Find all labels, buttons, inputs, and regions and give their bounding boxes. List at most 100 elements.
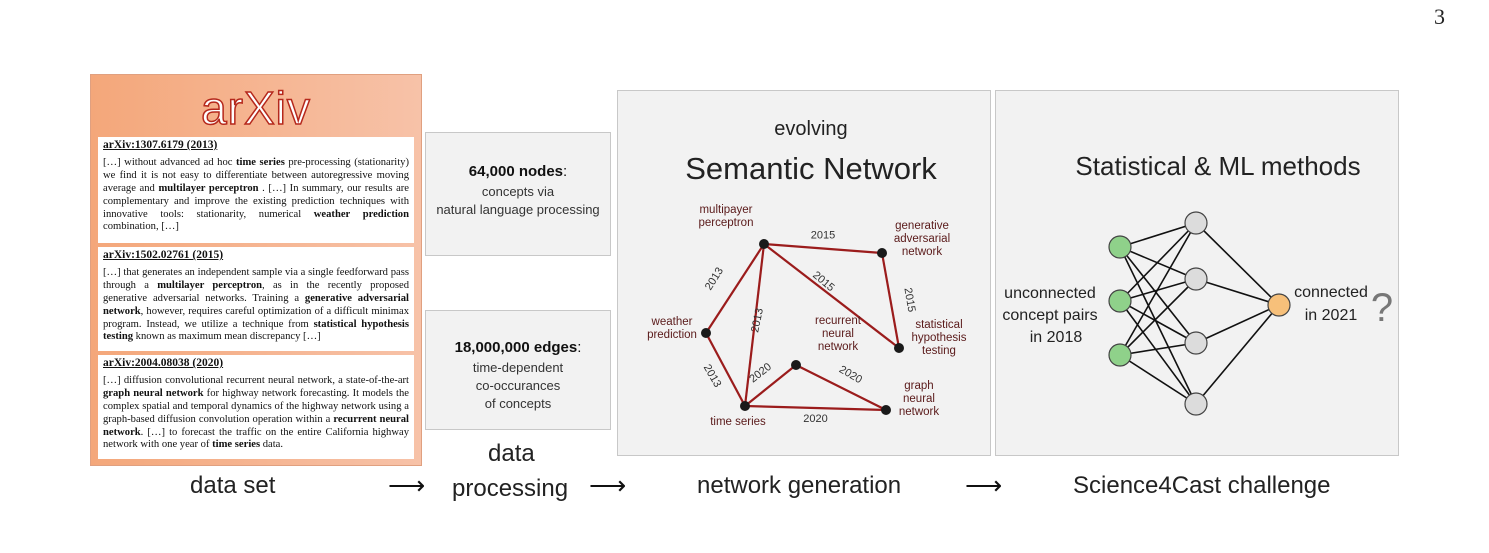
nn-hidden-node [1184, 211, 1208, 235]
abstract-text: , as in the recently proposed generative… [103, 279, 409, 304]
abstract-text: . […] In summary, our results are comple… [103, 182, 410, 220]
network-edge-mlp-gan [763, 242, 883, 255]
node-label: neural [903, 393, 935, 405]
paper-card-3: arXiv:2004.08038 (2020) […] diffusion co… [98, 355, 414, 459]
node-label: perceptron [699, 217, 754, 229]
paper-abstract: […] without advanced ad hoc time series … [103, 157, 409, 234]
node-label: adversarial [894, 233, 950, 245]
semantic-network-graph: evolving Semantic Network 20152013201320… [647, 118, 967, 428]
abstract-text: for highway network forecasting. It mode… [103, 387, 409, 425]
right-label-2: in 2021 [1305, 307, 1358, 324]
network-title: Semantic Network [685, 151, 937, 186]
highlighted-concept: time series [212, 439, 261, 451]
nn-hidden-node [1184, 331, 1208, 355]
abstract-text: data. [260, 439, 284, 451]
edges-stat-box: 18,000,000 edges: time-dependent co-occu… [425, 310, 611, 430]
nodes-colon: : [563, 163, 568, 180]
network-node-gan [877, 248, 887, 258]
abstract-text: known as maximum mean discrepancy […] [133, 331, 321, 343]
nn-edge [1119, 278, 1197, 356]
page-number: 3 [1434, 4, 1445, 29]
nodes-count: 64,000 nodes [468, 163, 564, 180]
network-node-gnn [881, 405, 891, 415]
highlighted-concept: statistical hypothesis testing [103, 318, 409, 343]
paper-id: arXiv:2004.08038 (2020) [103, 357, 224, 369]
nn-edge [1119, 246, 1197, 344]
paper-id: arXiv:1502.02761 (2015) [103, 249, 224, 261]
abstract-text: , however, requires careful optimization… [103, 305, 409, 330]
network-node-sht [894, 343, 904, 353]
network-edge-rnn-gnn [795, 364, 887, 411]
node-label: hypothesis [912, 332, 967, 344]
nn-edge [1119, 246, 1197, 405]
network-edge-ts-gnn [744, 404, 887, 412]
highlighted-concept: weather prediction [313, 208, 409, 220]
nn-output-node [1267, 293, 1291, 317]
highlighted-concept: time series [236, 156, 285, 168]
neural-network-diagram: Statistical & ML methods unconnected con… [1002, 151, 1393, 416]
edge-year-label: 2013 [701, 362, 724, 389]
edge-year-label: 2013 [749, 307, 766, 333]
nodes-desc-1: concepts via [481, 184, 555, 199]
network-node-ts [740, 401, 750, 411]
network-edge-wp-ts [705, 332, 746, 407]
network-edge-mlp-wp [705, 243, 765, 334]
edges-count: 18,000,000 edges [454, 339, 578, 356]
nn-edge [1119, 222, 1197, 356]
node-label: network [902, 246, 943, 258]
ml-methods-panel: Statistical & ML methods unconnected con… [995, 90, 1399, 456]
left-label-1: unconnected [1004, 285, 1096, 302]
nn-edge [1119, 342, 1197, 356]
paper-card-2: arXiv:1502.02761 (2015) […] that generat… [98, 247, 414, 351]
edges-desc-3: of concepts [484, 396, 552, 411]
node-label: neural [822, 328, 854, 340]
network-edge-mlp-sht [763, 243, 900, 349]
ml-title: Statistical & ML methods [1075, 151, 1360, 181]
edge-year-label: 2020 [803, 413, 827, 425]
abstract-text: . […] to forecast the traffic on the ent… [103, 426, 409, 451]
network-edge-gan-sht [880, 252, 901, 349]
paper-card-1: arXiv:1307.6179 (2013) […] without advan… [98, 137, 414, 243]
abstract-text: […] without advanced ad hoc [103, 156, 236, 168]
caption-challenge: Science4Cast challenge [1073, 472, 1331, 499]
paper-abstract: […] that generates an independent sample… [103, 267, 409, 344]
abstract-text: […] diffusion convolutional recurrent ne… [103, 374, 409, 386]
nodes-desc-2: natural language processing [436, 202, 600, 217]
node-label: weather [651, 316, 693, 328]
arrow-3: ⟶ [965, 470, 1003, 500]
network-node-mlp [759, 239, 769, 249]
node-label: recurrent [815, 315, 862, 327]
edge-year-label: 2020 [747, 361, 774, 386]
highlighted-concept: multilayer perceptron [158, 182, 259, 194]
nn-input-node [1108, 343, 1132, 367]
arrow-2: ⟶ [589, 470, 627, 500]
question-mark: ? [1371, 286, 1393, 330]
highlighted-concept: generative adversarial network [103, 292, 409, 317]
nn-edge [1119, 300, 1197, 405]
edge-year-label: 2015 [901, 287, 917, 313]
paper-abstract: […] diffusion convolutional recurrent ne… [103, 375, 409, 452]
nn-edge [1195, 304, 1280, 405]
nn-edge [1195, 304, 1280, 344]
network-edge-ts-rnn [744, 364, 797, 407]
caption-network-generation: network generation [697, 472, 902, 499]
node-label: testing [922, 345, 956, 357]
nn-edge [1119, 222, 1197, 302]
node-label: statistical [915, 319, 962, 331]
left-label-3: in 2018 [1030, 329, 1083, 346]
nn-edge [1119, 300, 1197, 344]
arxiv-panel: arXiv arXiv:1307.6179 (2013) […] without… [90, 74, 422, 466]
edge-year-label: 2015 [811, 230, 835, 242]
nn-hidden-node [1184, 392, 1208, 416]
node-label: generative [895, 220, 949, 232]
edges-colon: : [577, 339, 582, 356]
nn-edge [1119, 222, 1197, 248]
edge-year-label: 2020 [837, 364, 864, 387]
highlighted-concept: multilayer perceptron [157, 279, 263, 291]
abstract-text: combination, […] [103, 221, 179, 233]
highlighted-concept: graph neural network [103, 387, 204, 399]
node-label: network [818, 341, 859, 353]
nn-input-node [1108, 235, 1132, 259]
node-label: graph [904, 380, 933, 392]
edges-desc-1: time-dependent [472, 360, 564, 375]
